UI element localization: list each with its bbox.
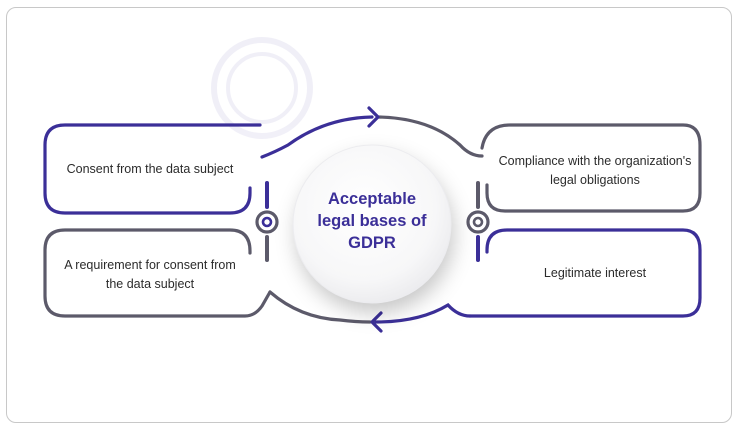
arrow-right-icon	[367, 106, 380, 128]
box-outline-top-right	[480, 123, 702, 213]
watermark-logo	[211, 37, 313, 139]
top-arc-gray	[376, 115, 484, 158]
box-label-top-left: Consent from the data subject	[66, 161, 234, 176]
top-arc-accent	[260, 115, 374, 159]
arrow-left-icon	[370, 311, 383, 333]
bottom-arc-gray	[268, 290, 372, 324]
center-title: Acceptable legal bases of GDPR	[317, 190, 427, 252]
box-label-bottom-left: A requirement for consent from the data …	[64, 258, 236, 291]
box-outline-bottom-left	[43, 228, 272, 318]
box-label-top-right: Compliance with the organization's legal…	[498, 154, 692, 187]
center-disc	[293, 145, 451, 303]
node-right-icon	[466, 210, 490, 234]
box-outline-top-left	[43, 123, 262, 215]
box-label-bottom-right: Legitimate interest	[543, 265, 647, 280]
bottom-arc-accent	[374, 302, 472, 324]
box-outline-bottom-right	[468, 228, 702, 318]
node-left-icon	[255, 210, 279, 234]
